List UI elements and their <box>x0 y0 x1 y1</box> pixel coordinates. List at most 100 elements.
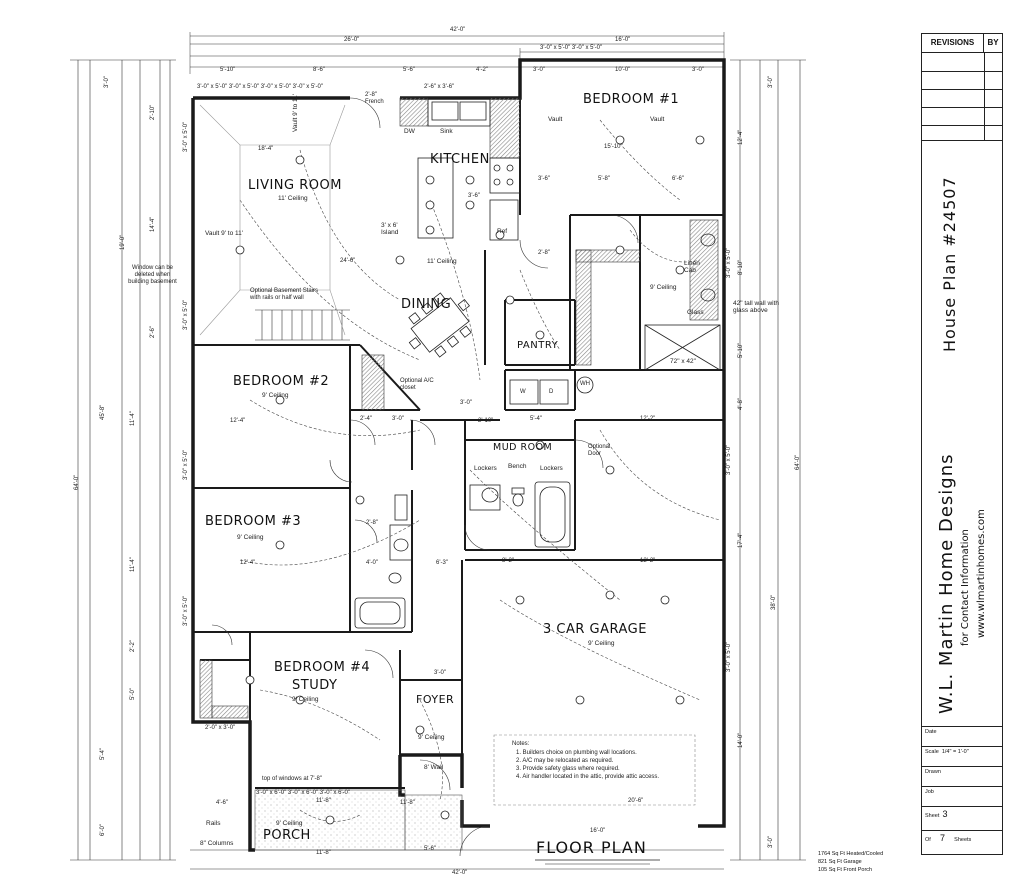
dim-left-total: 64'-0" <box>74 474 80 490</box>
kitchen-dw: DW <box>404 128 415 135</box>
foyer-wall: 8' Wall <box>424 764 444 771</box>
dim-top-5: 3'-0" <box>533 67 545 73</box>
door-swings <box>211 97 639 857</box>
dim-right-4: 5'-10" <box>738 342 744 358</box>
dim-porch-w: 11'-8" <box>316 798 331 804</box>
room-bedroom1: BEDROOM #1 <box>583 92 680 107</box>
porch-ceiling: 9' Ceiling <box>276 820 303 827</box>
living-ceiling-2: 11' Ceiling <box>427 258 457 265</box>
dim-right-6: 17'-4" <box>738 532 744 548</box>
notes-box <box>493 734 696 806</box>
dim-left-9: 5'-4" <box>100 748 106 760</box>
dimension-lines <box>70 32 806 870</box>
room-living: LIVING ROOM <box>248 178 342 193</box>
room-garage: 3 CAR GARAGE <box>543 622 647 637</box>
note-d: D <box>549 389 554 395</box>
porch-slab-2 <box>404 794 463 851</box>
dim-overall-width: 42'-0" <box>450 27 466 33</box>
dim-center-3: 2'-10" <box>478 418 494 424</box>
dim-garage-bottom-2: 16'-0" <box>590 828 606 834</box>
tb-of: Of 7 Sheets <box>922 830 1002 854</box>
garage-ceiling: 9' Ceiling <box>588 640 615 647</box>
date-label: Date <box>925 729 937 735</box>
kitchen-sink: Sink <box>440 128 453 135</box>
dim-left-3: 14'-4" <box>150 216 156 232</box>
note-stairs: Optional Basement Stairs with rails or h… <box>250 288 319 301</box>
tb-sheet: Sheet 3 <box>922 806 1002 830</box>
dim-top-4: 4'-2" <box>476 67 488 73</box>
bedroom1-vault-note-2: Vault <box>650 116 665 123</box>
note-w: W <box>520 389 526 395</box>
dim-porch-depth: 5'-6" <box>424 846 436 852</box>
title-block: REVISIONS BY House Plan #24507 W.L. Mart… <box>921 33 1003 855</box>
dim-left-8: 5'-0" <box>130 688 136 700</box>
sqft-garage: 821 Sq Ft Garage <box>818 859 862 865</box>
bath-glass: Glass <box>687 309 704 316</box>
dim-bottom-total: 42'-0" <box>452 870 468 876</box>
revisions-by-header: BY <box>987 38 999 47</box>
dim-bed2-width: 12'-4" <box>230 418 246 424</box>
living-vault-2: Vault 9' to 11' <box>292 93 299 132</box>
tb-job: Job <box>922 786 1002 806</box>
bath-shower: 72" x 42" <box>670 358 696 365</box>
dim-bed3-width: 12'-4" <box>240 560 256 566</box>
dim-bed1-a: 3'-6" <box>538 176 550 182</box>
dim-left-window-4: 3'-0" x 5'-0" <box>183 595 189 626</box>
dim-center-12: 2'-4" <box>360 416 372 422</box>
scale-label: Scale <box>925 749 939 755</box>
dim-bed1-width: 15'-10" <box>604 144 623 150</box>
dim-center-10: 4'-0" <box>366 560 378 566</box>
dim-garage-bottom: 20'-6" <box>628 798 644 804</box>
dim-center-6: 6'-3" <box>436 560 448 566</box>
dim-right-5: 4'-8" <box>738 398 744 410</box>
plan-name: House Plan #24507 <box>940 176 959 352</box>
porch-columns: 8" Columns <box>200 840 234 847</box>
dim-garage-w2: 12'-2" <box>640 558 656 564</box>
kitchen-island: 3' x 6' Island <box>381 222 399 236</box>
mudroom-lockers-2: Lockers <box>540 465 563 472</box>
dining-table <box>408 292 472 358</box>
dim-top-right-windows: 3'-0" x 5'-0" 3'-0" x 5'-0" <box>540 45 603 51</box>
note-line-2: 2. A/C may be relocated as required. <box>516 758 614 764</box>
dim-right-1: 3'-0" <box>768 76 774 88</box>
tb-drawn: Drawn <box>922 766 1002 786</box>
job-label: Job <box>925 789 934 795</box>
floor-plan-title: FLOOR PLAN <box>536 838 647 857</box>
interior-walls <box>193 98 724 789</box>
bedroom2-ceiling: 9' Ceiling <box>262 392 289 399</box>
room-study: STUDY <box>292 678 338 693</box>
mudroom-lockers: Lockers <box>474 465 497 472</box>
dim-right-total-2: 38'-0" <box>771 594 777 610</box>
note-line-1: 1. Builders choice on plumbing wall loca… <box>516 750 637 756</box>
dim-top-right: 16'-0" <box>615 37 631 43</box>
dim-center-7: 11'-8" <box>400 800 415 806</box>
dim-top-7: 3'-0" <box>692 67 704 73</box>
company-name: W.L. Martin Home Designs <box>936 453 957 714</box>
room-kitchen: KITCHEN <box>430 152 490 167</box>
dim-porch-w2: 11'-8" <box>316 850 331 856</box>
dim-center-1: 3'-0" <box>460 400 472 406</box>
dim-left-5: 11'-4" <box>130 411 136 426</box>
of-value: 7 <box>939 833 945 843</box>
note-window: Window can be deleted when building base… <box>128 265 177 285</box>
dim-center-11: 2'-8" <box>538 250 550 256</box>
sheets-label: Sheets <box>954 837 972 843</box>
dim-left-window-1: 3'-0" x 5'-0" <box>183 121 189 152</box>
porch-rails: Rails <box>206 820 221 827</box>
kitchen-ref: Ref <box>497 228 508 235</box>
light-fixtures <box>235 135 705 825</box>
dim-bed1-c: 6'-6" <box>672 176 684 182</box>
notes-title: Notes: <box>512 741 530 747</box>
dim-top-3: 5'-6" <box>403 67 415 73</box>
dim-right-3: 8'-10" <box>738 259 744 275</box>
of-label: Of <box>925 837 931 843</box>
living-vault: Vault 9' to 11' <box>205 230 244 237</box>
sheet-label: Sheet <box>925 813 940 819</box>
website: www.wlmartinhomes.com <box>976 509 987 638</box>
mudroom-bench: Bench <box>508 463 527 470</box>
note-window-top: top of windows at 7'-8" <box>262 776 322 782</box>
revisions-header: REVISIONS <box>922 34 984 52</box>
dim-left-7: 2'-2" <box>130 640 136 652</box>
dim-center-9: 3'-6" <box>468 193 480 199</box>
